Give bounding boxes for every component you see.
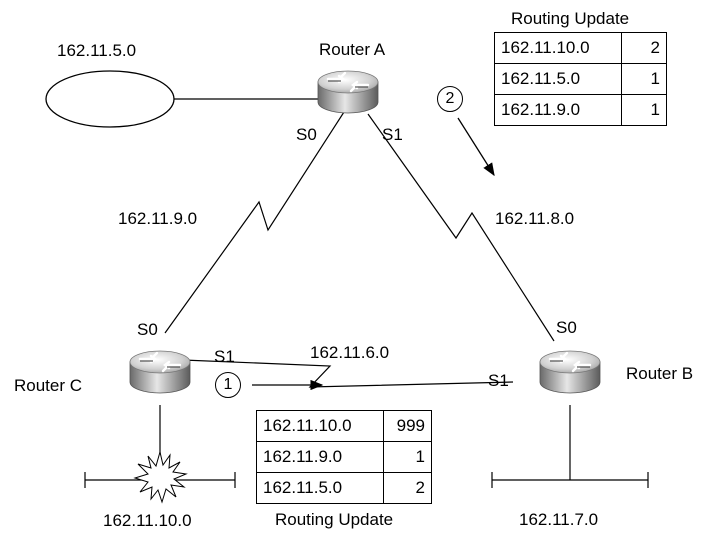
router-c-port-s0: S0	[137, 320, 158, 339]
router-b-port-s0: S0	[556, 318, 577, 337]
router-b-port-s1: S1	[488, 371, 509, 390]
router-b-icon	[538, 349, 602, 395]
network-lan-c: 162.11.10.0	[103, 511, 192, 530]
router-c-label: Router C	[14, 376, 83, 395]
lan-a-cloud	[45, 70, 175, 128]
table-cell-network: 162.11.5.0	[256, 472, 384, 504]
router-c-port-s1: S1	[214, 347, 235, 366]
routing-update-c-title: Routing Update	[275, 510, 394, 529]
step-marker-2: 2	[437, 86, 463, 112]
table-cell-network: 162.11.5.0	[494, 63, 622, 95]
table-cell-hops: 2	[383, 472, 432, 504]
table-cell-network: 162.11.10.0	[494, 32, 622, 64]
table-cell-hops: 1	[621, 63, 667, 95]
table-cell-network: 162.11.10.0	[256, 410, 384, 442]
table-cell-hops: 1	[383, 441, 432, 473]
table-cell-hops: 2	[621, 32, 667, 64]
table-cell-network: 162.11.9.0	[494, 94, 622, 126]
link-c-b	[182, 359, 514, 388]
link-a-c	[164, 111, 345, 334]
link-failure-burst	[133, 451, 188, 504]
routing-update-a-title: Routing Update	[511, 9, 630, 28]
step-marker-1: 1	[215, 372, 241, 398]
network-link-a-c: 162.11.9.0	[118, 209, 198, 228]
router-a-icon	[316, 69, 380, 115]
table-cell-hops: 999	[383, 410, 432, 442]
table-cell-network: 162.11.9.0	[256, 441, 384, 473]
router-c-icon	[128, 349, 192, 395]
network-lan-b: 162.11.7.0	[519, 510, 599, 529]
router-a-port-s0: S0	[296, 125, 317, 144]
router-a-port-s1: S1	[382, 125, 403, 144]
network-link-c-b: 162.11.6.0	[310, 343, 390, 362]
router-b-label: Router B	[626, 364, 694, 383]
update-arrow-a	[457, 117, 495, 177]
link-a-b	[367, 113, 555, 342]
network-link-a-b: 162.11.8.0	[495, 209, 575, 228]
network-lan-a: 162.11.5.0	[57, 41, 137, 60]
table-cell-hops: 1	[621, 94, 667, 126]
router-a-label: Router A	[319, 40, 386, 59]
